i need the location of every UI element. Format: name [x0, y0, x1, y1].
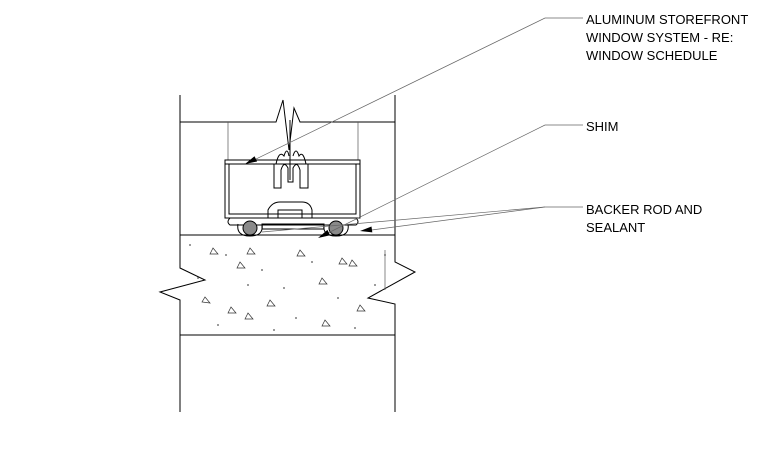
aggregate-dot: [337, 297, 339, 299]
storefront-callout-line: WINDOW SCHEDULE: [586, 48, 718, 63]
glazing-gasket-right: [292, 150, 307, 165]
aggregate-dot: [283, 287, 285, 289]
aggregate-mark: [296, 249, 306, 257]
wall-right-edge: [366, 95, 417, 412]
backer-rod-leader: [261, 206, 583, 233]
glazing-mullion-profile: [273, 164, 309, 189]
aggregate-dot: [384, 254, 386, 256]
sill-receptor-profile: [227, 217, 359, 226]
aggregate-mark: [356, 304, 366, 312]
aggregate-dot: [189, 244, 191, 246]
storefront-callout-line: WINDOW SYSTEM - RE:: [586, 30, 733, 45]
aggregate-mark: [348, 259, 358, 267]
storefront-leader: [245, 17, 583, 164]
aggregate-mark: [201, 296, 211, 304]
backer-rod-left: [242, 220, 258, 236]
backer-rod-callout-line: SEALANT: [586, 220, 645, 235]
aggregate-mark: [236, 261, 246, 269]
backer-rod-leader-arrowhead: [360, 226, 373, 233]
aggregate-mark: [266, 299, 276, 307]
shim-leader-arrowhead: [318, 229, 331, 238]
storefront-callout: ALUMINUM STOREFRONT WINDOW SYSTEM - RE: …: [586, 12, 748, 63]
shim-callout-line: SHIM: [586, 119, 619, 134]
sill-top-edge-right: [288, 106, 395, 151]
backer-rod-callout-line: BACKER ROD AND: [586, 202, 702, 217]
aggregate-dot: [261, 269, 263, 271]
aggregate-dot: [225, 254, 227, 256]
backer-rods: [237, 220, 349, 237]
storefront-frame: [224, 120, 361, 230]
sealant-left: [237, 223, 263, 237]
glazing-gasket-left: [275, 150, 290, 165]
backer-rod-leader-line: [363, 206, 583, 232]
aggregate-mark: [318, 277, 328, 285]
aggregate-dot: [247, 284, 249, 286]
anchor-clip-profile: [267, 201, 313, 218]
wall-left-edge: [158, 95, 207, 412]
storefront-callout-line: ALUMINUM STOREFRONT: [586, 12, 748, 27]
storefront-leader-arrowhead: [245, 156, 258, 164]
aggregate-dot: [197, 277, 199, 279]
aggregate-mark: [227, 306, 237, 314]
sealant-right: [323, 223, 349, 237]
shim-leader-line: [321, 124, 583, 237]
wall-outline: [158, 95, 417, 412]
aggregate-mark: [244, 312, 254, 320]
aggregate-mark: [246, 247, 256, 255]
aggregate-mark: [338, 257, 348, 265]
aggregate-dot: [273, 329, 275, 331]
aggregate-mark: [209, 247, 219, 255]
aggregate-dot: [311, 261, 313, 263]
aggregate-dot: [354, 327, 356, 329]
storefront-leader-line: [249, 17, 583, 163]
aggregate-dot: [374, 284, 376, 286]
concrete-hatch: [189, 244, 386, 331]
aggregate-mark: [321, 319, 331, 327]
backer-rod-leader-secondary: [261, 206, 546, 233]
aggregate-dot: [295, 317, 297, 319]
backer-rod-callout: BACKER ROD AND SEALANT: [586, 202, 702, 235]
backer-rod-right: [328, 220, 344, 236]
aggregate-dot: [217, 324, 219, 326]
sill-top-edge-left: [180, 99, 290, 151]
shim-callout: SHIM: [586, 119, 619, 134]
shim-leader: [318, 124, 583, 238]
